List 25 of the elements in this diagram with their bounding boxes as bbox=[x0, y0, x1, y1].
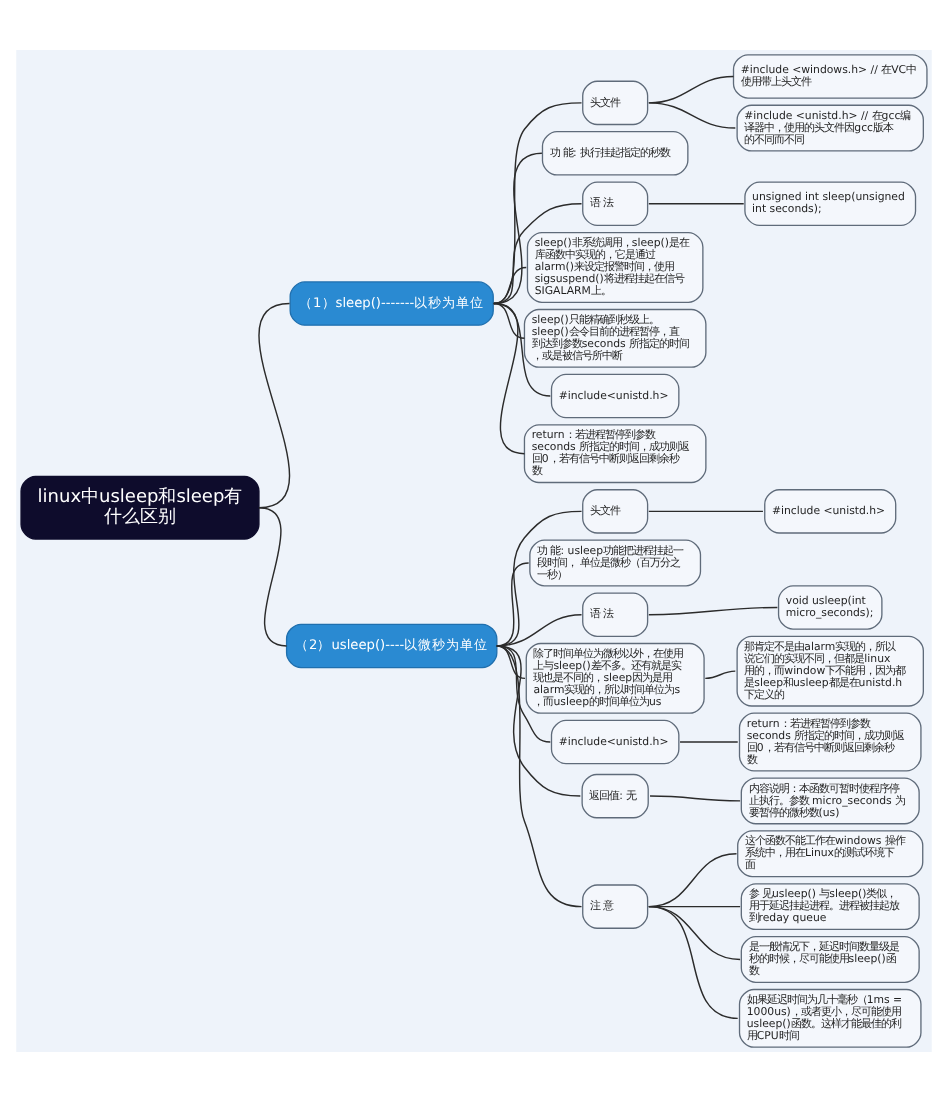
connector bbox=[648, 905, 739, 1020]
connector bbox=[493, 302, 526, 340]
connector bbox=[493, 152, 543, 305]
connector bbox=[704, 670, 737, 680]
connector bbox=[493, 203, 583, 305]
connector bbox=[679, 741, 739, 743]
connector bbox=[493, 266, 527, 305]
connector bbox=[648, 606, 779, 616]
connector bbox=[496, 645, 582, 797]
connector bbox=[648, 510, 764, 513]
connector bbox=[648, 853, 738, 908]
connector bbox=[258, 507, 288, 647]
connector bbox=[648, 203, 745, 205]
connector bbox=[493, 302, 526, 455]
connector bbox=[496, 645, 583, 908]
connector bbox=[648, 905, 741, 961]
node-box: linux中usleep和sleep有什么区别 bbox=[20, 475, 260, 540]
connector bbox=[493, 102, 583, 305]
connector bbox=[648, 102, 737, 129]
connector bbox=[496, 510, 583, 647]
connector bbox=[258, 302, 291, 509]
connector bbox=[649, 795, 741, 802]
connector bbox=[493, 302, 551, 397]
connector bbox=[496, 613, 583, 647]
connector bbox=[496, 562, 530, 647]
